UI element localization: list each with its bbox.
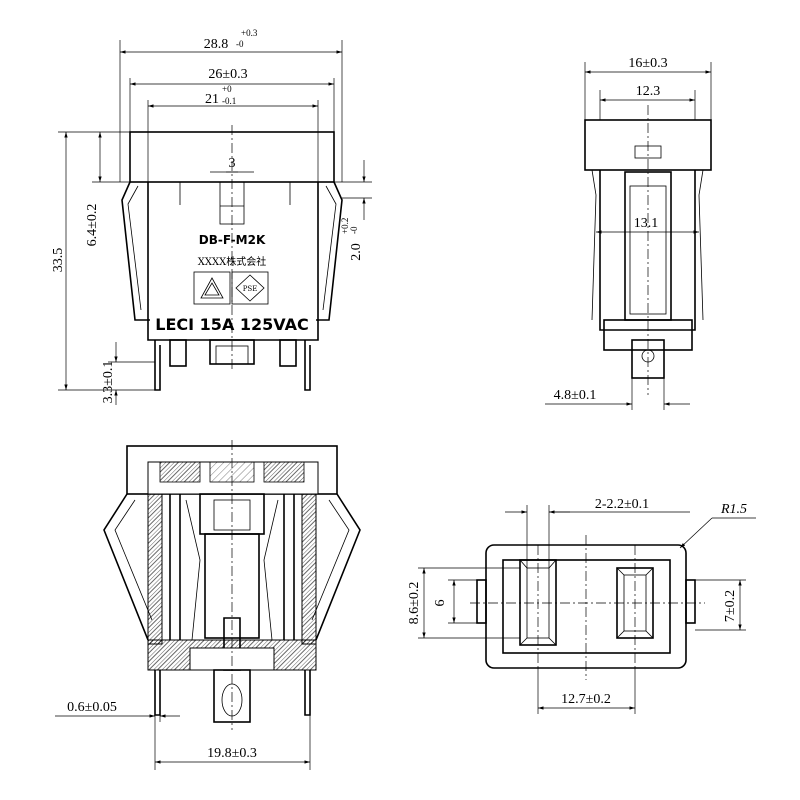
dim-8-6: 8.6±0.2 — [407, 582, 422, 625]
dim-overall-width: 28.8 — [204, 37, 229, 52]
dim-overall-width-tol2: -0 — [236, 39, 244, 49]
dim-6-4: 6.4±0.2 — [85, 204, 100, 247]
dim-width-21-tol-lower: -0.1 — [222, 96, 236, 106]
dim-2-0-tol2: -0 — [349, 226, 359, 234]
side-view: 16±0.3 12.3 13.1 4.8±0.1 — [545, 56, 712, 410]
dim-width-21: 21 — [205, 92, 219, 107]
dim-13-1: 13.1 — [634, 216, 659, 231]
dim-overall-width-tol: +0.3 — [241, 28, 258, 38]
dim-width-26: 26±0.3 — [208, 67, 247, 82]
bottom-view: 2-2.2±0.1 R1.5 8.6±0.2 6 7±0.2 12.7±0.2 — [407, 497, 756, 714]
dim-12-7: 12.7±0.2 — [561, 692, 611, 707]
dim-width-21-tol-upper: +0 — [222, 84, 232, 94]
dim-16: 16±0.3 — [628, 56, 667, 71]
dim-3: 3 — [229, 156, 236, 171]
dim-2-0-tol: +0.2 — [340, 218, 350, 234]
marking-model: DB-F-M2K — [199, 233, 266, 247]
dim-r1-5: R1.5 — [720, 502, 747, 517]
dim-0-6: 0.6±0.05 — [67, 700, 117, 715]
front-view: DB-F-M2K XXXX株式会社 PSE LECI 15A 125VAC 28… — [51, 28, 372, 405]
dim-height-33-5: 33.5 — [51, 248, 66, 273]
dim-2-0: 2.0 — [349, 243, 364, 261]
dim-19-8: 19.8±0.3 — [207, 746, 257, 761]
dim-6: 6 — [433, 600, 448, 607]
dim-12-3: 12.3 — [636, 84, 661, 99]
marking-maker: XXXX株式会社 — [198, 255, 266, 268]
dim-7: 7±0.2 — [723, 590, 738, 622]
marking-rating: LECI 15A 125VAC — [155, 315, 308, 334]
section-view: 0.6±0.05 19.8±0.3 — [55, 440, 361, 770]
dim-4-8: 4.8±0.1 — [554, 388, 597, 403]
dim-3-3: 3.3±0.1 — [101, 361, 116, 404]
dim-2-2: 2-2.2±0.1 — [595, 497, 649, 512]
svg-text:PSE: PSE — [243, 285, 258, 293]
